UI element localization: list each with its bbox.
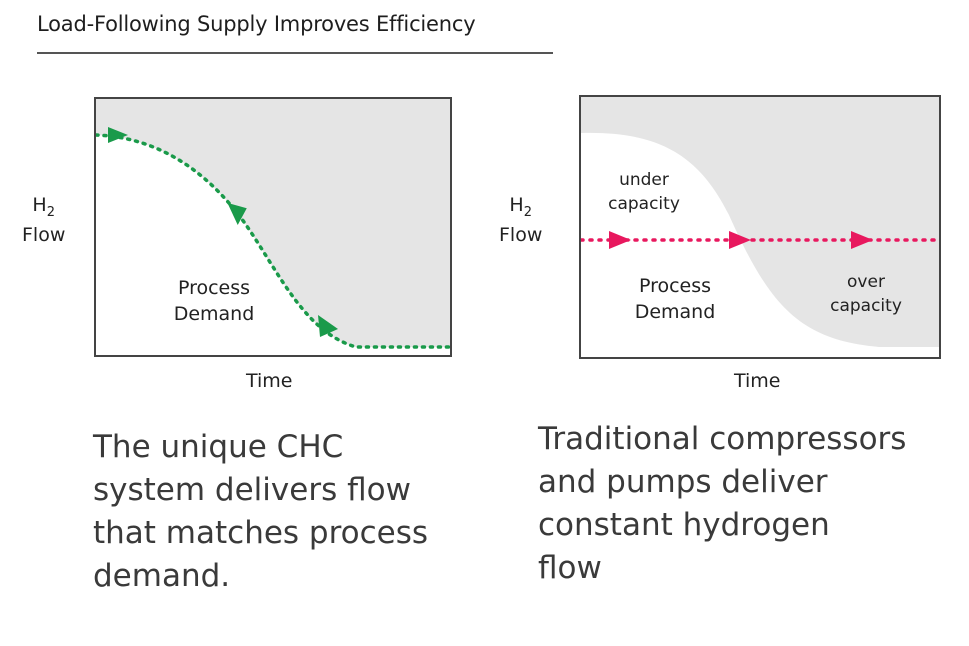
right-y-axis-label: H2 Flow (499, 194, 542, 246)
right-chart-svg (579, 95, 941, 359)
diagram-title: Load-Following Supply Improves Efficienc… (37, 12, 476, 36)
left-chart-frame (94, 97, 452, 357)
right-demand-label: Demand (634, 301, 716, 323)
right-y-label-flow: Flow (499, 223, 543, 246)
right-process-demand-label: Process Demand (605, 273, 745, 325)
right-over-label: over (847, 272, 885, 292)
right-capacity-label-2: capacity (830, 296, 902, 316)
right-caption: Traditional compressors and pumps delive… (538, 421, 907, 586)
left-demand-label: Demand (173, 303, 255, 325)
right-flow-arrow-1 (609, 231, 631, 249)
title-underline (37, 52, 553, 54)
left-chart-svg (94, 97, 452, 357)
right-over-capacity-label: over capacity (811, 270, 921, 318)
left-process-demand-label: Process Demand (144, 275, 284, 327)
right-y-label-h: H (509, 194, 524, 216)
right-process-label: Process (638, 275, 712, 297)
left-process-label: Process (177, 277, 251, 299)
right-flow-arrow-3 (851, 231, 873, 249)
right-flow-arrow-2 (729, 231, 751, 249)
left-demand-shade (96, 99, 450, 347)
left-flow-line (94, 133, 452, 349)
left-flow-arrow-2 (227, 202, 247, 225)
right-demand-shade (581, 97, 939, 347)
left-y-label-flow: Flow (22, 223, 66, 246)
left-flow-arrow-3 (318, 315, 338, 337)
left-y-axis-label: H2 Flow (22, 194, 65, 246)
left-caption: The unique CHC system delivers flow that… (93, 429, 429, 594)
right-under-capacity-label: under capacity (589, 168, 699, 216)
right-capacity-label-1: capacity (608, 194, 680, 214)
left-y-label-sub: 2 (46, 204, 55, 220)
left-flow-arrow-1 (108, 127, 128, 143)
left-x-axis-label: Time (246, 370, 293, 392)
right-x-axis-label: Time (734, 370, 781, 392)
left-y-label-h: H (32, 194, 47, 216)
left-chart-panel: Process Demand (94, 97, 452, 357)
right-under-label: under (619, 170, 669, 190)
right-y-label-sub: 2 (523, 204, 532, 220)
right-chart-frame (579, 95, 941, 359)
right-chart-panel: under capacity Process Demand over capac… (579, 95, 941, 359)
